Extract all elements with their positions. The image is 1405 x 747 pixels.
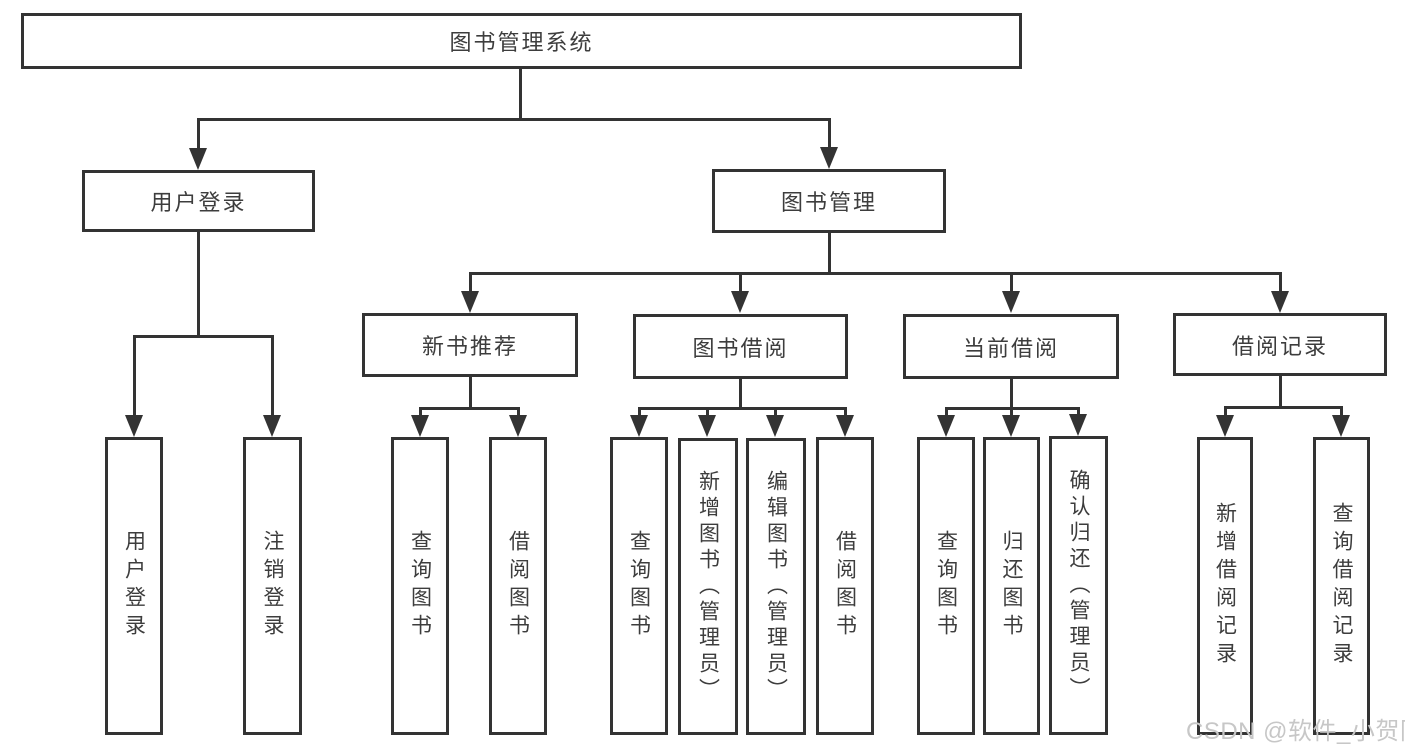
arrow-to-leaf-user-login [125,415,143,437]
arrow-to-bb-add [698,415,716,437]
arrow-to-recommend-query [411,415,429,437]
leaf-borrow-query-book: 查询图书 [610,437,668,735]
connector-to-user-login [197,118,200,149]
connector-to-borrow-records [1279,272,1282,292]
leaf-recommend-borrow-book-label: 借阅图书 [506,530,530,642]
leaf-user-login-label: 用户登录 [122,530,146,642]
node-root-label: 图书管理系统 [449,30,594,55]
connector-to-leaf-user-login [133,335,136,417]
connector-to-recommend-query [419,407,422,417]
leaf-logout-label: 注销登录 [261,530,284,642]
csdn-watermark: CSDN @软件_小贺同学 [1186,718,1405,745]
leaf-user-login: 用户登录 [105,437,163,735]
leaf-add-book-admin: 新增图书（管理员） [678,438,738,735]
connector-book-management-stem [828,233,831,272]
arrow-to-book-borrow [731,291,749,313]
leaf-query-borrow-record-label: 查询借阅记录 [1330,502,1353,670]
arrow-to-user-login [189,148,207,170]
connector-to-br-add [1224,406,1227,417]
leaf-query-borrow-record: 查询借阅记录 [1313,437,1370,735]
connector-book-borrow-stem [739,379,742,407]
connector-to-bb-query [638,407,641,417]
connector-root-stem [519,69,522,118]
leaf-borrow-book-label: 借阅图书 [833,530,857,642]
leaf-recommend-query-book-label: 查询图书 [408,530,432,642]
connector-to-leaf-logout [271,335,274,417]
node-book-management: 图书管理 [712,169,946,233]
node-book-management-label: 图书管理 [780,190,877,215]
arrow-to-leaf-logout [263,415,281,437]
arrow-to-new-book-recommend [461,291,479,313]
connector-current-borrow-stem [1010,379,1013,407]
connector-to-cb-confirm [1077,407,1080,417]
connector-to-cb-query [945,407,948,417]
node-borrow-records: 借阅记录 [1173,313,1387,376]
leaf-edit-book-admin-label: 编辑图书（管理员） [764,469,788,704]
connector-to-new-book-recommend [469,272,472,292]
leaf-current-query-book: 查询图书 [917,437,975,735]
arrow-to-recommend-borrow [509,415,527,437]
connector-user-login-stem [197,232,200,335]
node-book-borrow-label: 图书借阅 [692,335,789,361]
leaf-return-book: 归还图书 [983,437,1040,735]
connector-borrow-records-stem [1279,376,1282,406]
arrow-to-current-borrow [1002,291,1020,313]
leaf-add-borrow-record: 新增借阅记录 [1197,437,1253,735]
connector-to-br-query [1340,406,1343,417]
connector-root-branch [197,118,831,121]
arrow-to-br-query [1332,415,1350,437]
arrow-to-cb-query [937,415,955,437]
node-new-book-recommend-label: 新书推荐 [421,334,518,359]
arrow-to-book-management [820,147,838,169]
leaf-recommend-borrow-book: 借阅图书 [489,437,547,735]
connector-borrow-records-branch [1224,406,1343,409]
connector-book-management-branch [469,272,1282,275]
arrow-to-bb-borrow [836,415,854,437]
connector-to-book-management [828,118,831,149]
leaf-borrow-book: 借阅图书 [816,437,874,735]
arrow-to-cb-confirm [1069,414,1087,436]
leaf-recommend-query-book: 查询图书 [391,437,449,735]
leaf-return-book-label: 归还图书 [1000,530,1023,642]
leaf-borrow-query-book-label: 查询图书 [627,530,651,642]
connector-recommend-stem [469,377,472,407]
leaf-edit-book-admin: 编辑图书（管理员） [746,438,806,735]
arrow-to-bb-edit [766,415,784,437]
connector-to-current-borrow [1010,272,1013,292]
leaf-confirm-return-admin: 确认归还（管理员） [1049,436,1108,735]
arrow-to-cb-return [1002,415,1020,437]
node-root: 图书管理系统 [21,13,1022,69]
node-current-borrow-label: 当前借阅 [962,335,1059,361]
connector-to-recommend-borrow [517,407,520,417]
arrow-to-bb-query [630,415,648,437]
node-user-login: 用户登录 [82,170,315,232]
connector-to-cb-return [1010,407,1013,417]
leaf-logout: 注销登录 [243,437,302,735]
connector-to-bb-borrow [844,407,847,417]
connector-user-login-branch [133,335,274,338]
arrow-to-br-add [1216,415,1234,437]
connector-to-bb-add [706,407,709,417]
arrow-to-borrow-records [1271,291,1289,313]
leaf-confirm-return-admin-label: 确认归还（管理员） [1067,468,1090,703]
connector-recommend-branch [419,407,520,410]
node-current-borrow: 当前借阅 [903,314,1119,379]
leaf-add-borrow-record-label: 新增借阅记录 [1213,502,1237,670]
leaf-add-book-admin-label: 新增图书（管理员） [696,469,720,704]
connector-to-book-borrow [739,272,742,292]
node-borrow-records-label: 借阅记录 [1231,333,1328,359]
node-new-book-recommend: 新书推荐 [362,313,578,377]
leaf-current-query-book-label: 查询图书 [934,530,958,642]
node-book-borrow: 图书借阅 [633,314,848,379]
node-user-login-label: 用户登录 [150,190,247,215]
connector-to-bb-edit [774,407,777,417]
connector-book-borrow-branch [638,407,847,410]
